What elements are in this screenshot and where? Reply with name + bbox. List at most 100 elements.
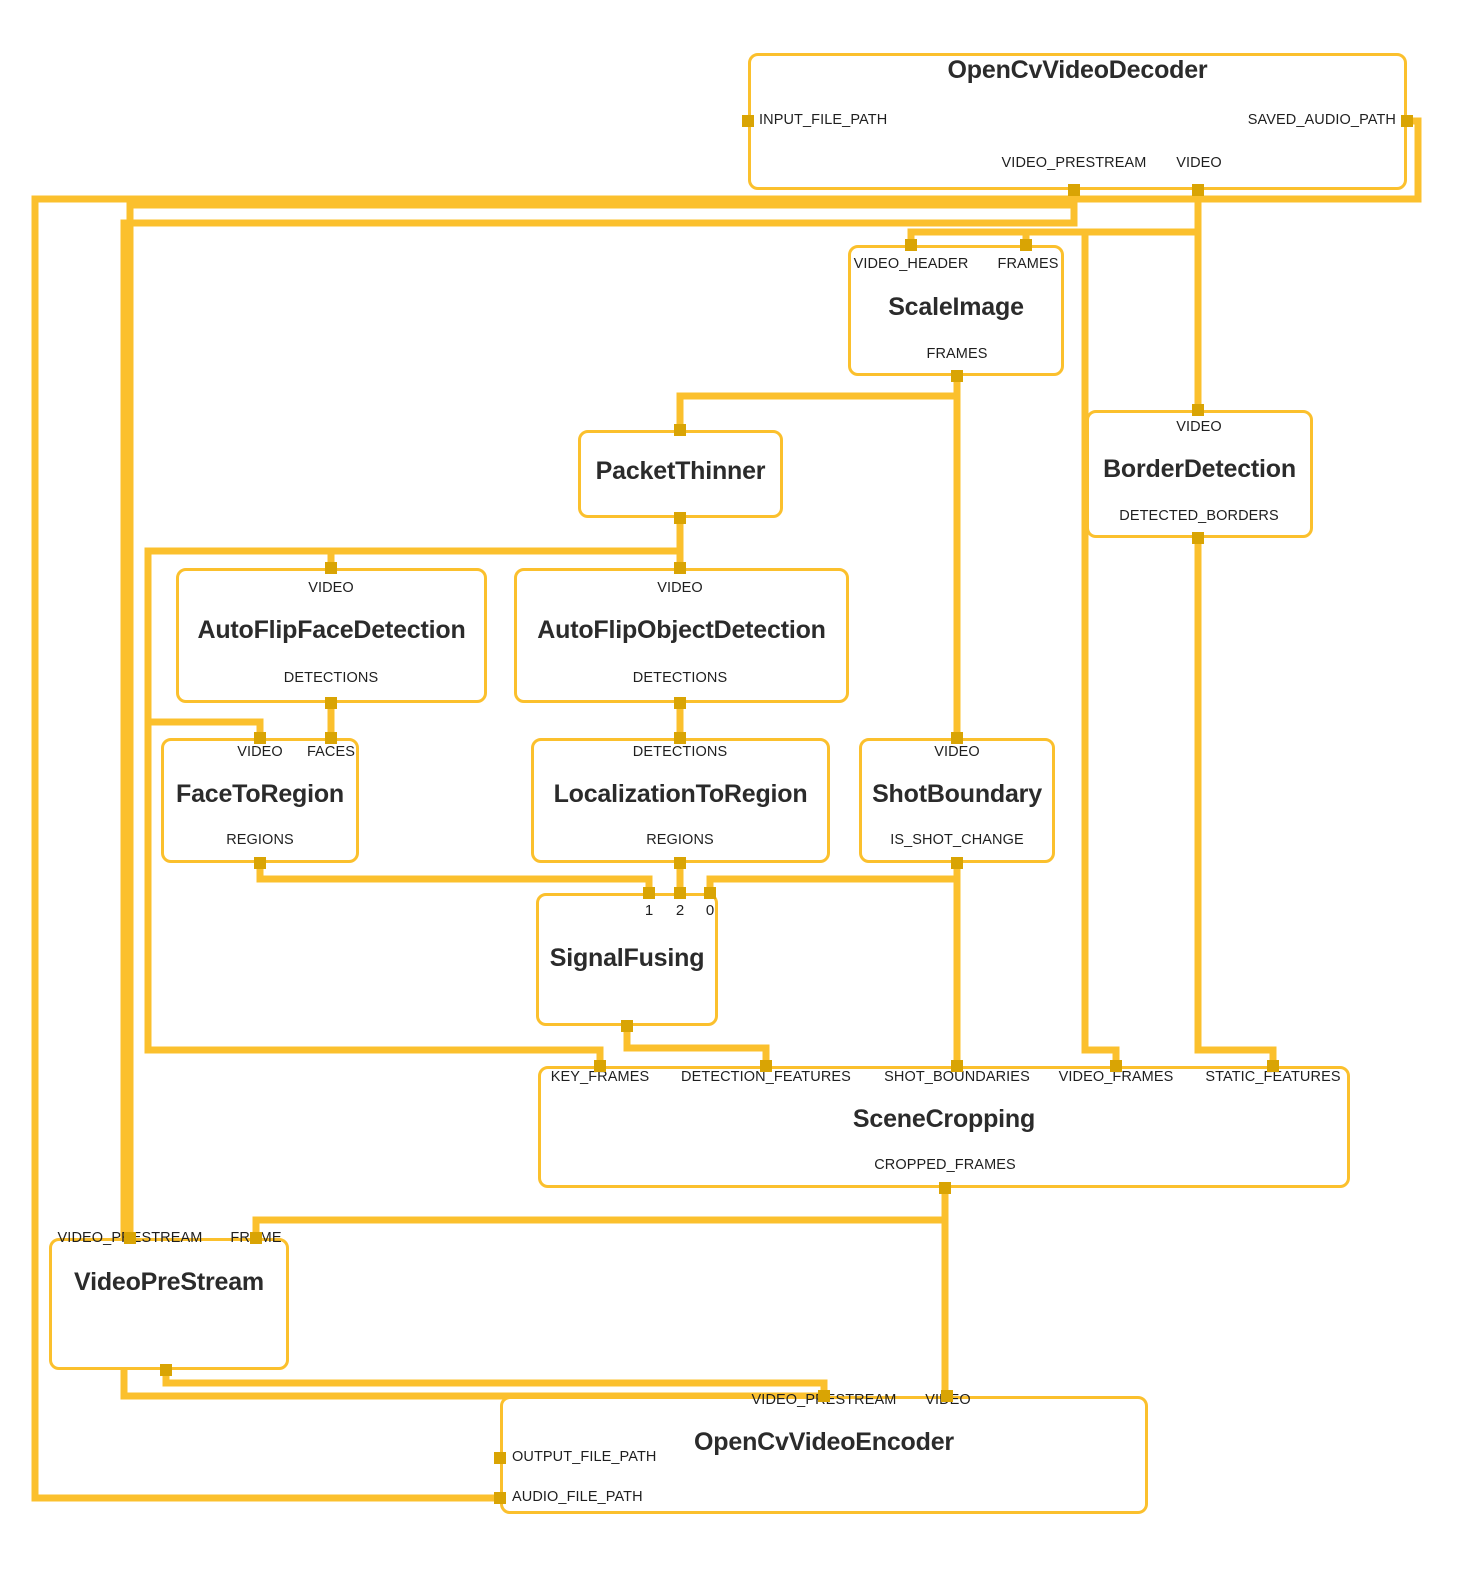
port-label: DETECTIONS: [632, 744, 728, 760]
port-label: KEY_FRAMES: [550, 1069, 650, 1085]
port-label: REGIONS: [226, 832, 294, 848]
port-label: IS_SHOT_CHANGE: [890, 832, 1024, 848]
port-connector[interactable]: [951, 857, 963, 869]
node-title: SceneCropping: [852, 1105, 1036, 1133]
port-connector[interactable]: [494, 1452, 506, 1464]
port-connector[interactable]: [674, 562, 686, 574]
port-connector[interactable]: [951, 732, 963, 744]
port-connector[interactable]: [1110, 1060, 1122, 1072]
port-connector[interactable]: [674, 732, 686, 744]
port-label: FACES: [306, 744, 356, 760]
port-connector[interactable]: [1192, 532, 1204, 544]
port-connector[interactable]: [1068, 184, 1080, 196]
port-label: VIDEO: [308, 580, 354, 596]
port-label: SHOT_BOUNDARIES: [884, 1069, 1030, 1085]
port-connector[interactable]: [494, 1492, 506, 1504]
port-label: CROPPED_FRAMES: [874, 1157, 1016, 1173]
node-title: SignalFusing: [549, 944, 705, 972]
port-connector[interactable]: [254, 732, 266, 744]
port-label: FRAMES: [997, 256, 1059, 272]
port-connector[interactable]: [905, 239, 917, 251]
node-title: AutoFlipObjectDetection: [537, 616, 826, 644]
port-label: VIDEO_FRAMES: [1058, 1069, 1174, 1085]
port-connector[interactable]: [160, 1364, 172, 1376]
port-connector[interactable]: [124, 1232, 136, 1244]
graph-node-borderdetection[interactable]: [1086, 410, 1313, 538]
graph-node-shotboundary[interactable]: [859, 738, 1055, 863]
port-connector[interactable]: [325, 697, 337, 709]
port-label: FRAMES: [926, 346, 988, 362]
graph-edge: [1022, 190, 1202, 245]
port-connector[interactable]: [818, 1390, 830, 1402]
node-title: AutoFlipFaceDetection: [197, 616, 466, 644]
port-label: OUTPUT_FILE_PATH: [512, 1449, 657, 1465]
node-title: ScaleImage: [888, 293, 1024, 321]
port-connector[interactable]: [742, 115, 754, 127]
port-label: INPUT_FILE_PATH: [759, 112, 888, 128]
port-label: AUDIO_FILE_PATH: [512, 1489, 643, 1505]
port-connector[interactable]: [674, 424, 686, 436]
port-connector[interactable]: [941, 1390, 953, 1402]
node-title: LocalizationToRegion: [553, 780, 808, 808]
graph-edge: [327, 518, 684, 568]
graph-edge: [162, 1370, 828, 1396]
port-label: VIDEO_HEADER: [853, 256, 969, 272]
port-label: SAVED_AUDIO_PATH: [1247, 112, 1396, 128]
port-connector[interactable]: [594, 1060, 606, 1072]
node-title: OpenCvVideoEncoder: [694, 1428, 954, 1456]
port-index-label: 0: [705, 902, 715, 919]
port-connector[interactable]: [1192, 184, 1204, 196]
port-index-label: 1: [644, 902, 654, 919]
port-connector[interactable]: [674, 887, 686, 899]
graph-edge: [252, 1188, 949, 1238]
port-index-label: 2: [675, 902, 685, 919]
port-connector[interactable]: [621, 1020, 633, 1032]
graph-edge: [907, 190, 1202, 245]
node-title: VideoPreStream: [74, 1268, 264, 1296]
graph-node-scaleimage[interactable]: [848, 245, 1064, 376]
graph-edge: [256, 863, 653, 893]
graph-node-signalfusing[interactable]: [536, 893, 718, 1026]
graph-edge: [1081, 233, 1120, 1066]
port-label: VIDEO_PRESTREAM: [1001, 155, 1147, 171]
port-label: DETECTIONS: [632, 670, 728, 686]
port-label: DETECTED_BORDERS: [1119, 508, 1279, 524]
graph-node-videoprestream[interactable]: [49, 1238, 289, 1370]
port-connector[interactable]: [951, 370, 963, 382]
port-label: VIDEO: [657, 580, 703, 596]
port-label: REGIONS: [646, 832, 714, 848]
port-connector[interactable]: [254, 857, 266, 869]
port-connector[interactable]: [939, 1182, 951, 1194]
port-label: DETECTIONS: [283, 670, 379, 686]
port-connector[interactable]: [1267, 1060, 1279, 1072]
port-connector[interactable]: [1401, 115, 1413, 127]
port-connector[interactable]: [643, 887, 655, 899]
port-connector[interactable]: [1020, 239, 1032, 251]
graph-node-scenecropping[interactable]: [538, 1066, 1350, 1188]
graph-edge: [676, 376, 961, 430]
port-connector[interactable]: [704, 887, 716, 899]
node-title: FaceToRegion: [176, 780, 344, 808]
port-connector[interactable]: [325, 732, 337, 744]
port-label: VIDEO: [237, 744, 283, 760]
graph-edge: [1194, 538, 1277, 1066]
port-connector[interactable]: [250, 1232, 262, 1244]
graph-node-decoder[interactable]: [748, 53, 1407, 190]
graph-edge: [706, 863, 961, 893]
port-label: DETECTION_FEATURES: [681, 1069, 851, 1085]
port-label: VIDEO: [934, 744, 980, 760]
node-title: OpenCvVideoDecoder: [947, 56, 1208, 84]
port-connector[interactable]: [674, 697, 686, 709]
graph-node-localizationtoregion[interactable]: [531, 738, 830, 863]
port-connector[interactable]: [951, 1060, 963, 1072]
port-connector[interactable]: [325, 562, 337, 574]
graph-node-encoder[interactable]: [500, 1396, 1148, 1514]
port-connector[interactable]: [674, 857, 686, 869]
port-connector[interactable]: [760, 1060, 772, 1072]
node-title: ShotBoundary: [872, 780, 1042, 808]
port-connector[interactable]: [674, 512, 686, 524]
graph-edge: [623, 1026, 770, 1066]
port-connector[interactable]: [1192, 404, 1204, 416]
node-title: PacketThinner: [595, 457, 766, 485]
